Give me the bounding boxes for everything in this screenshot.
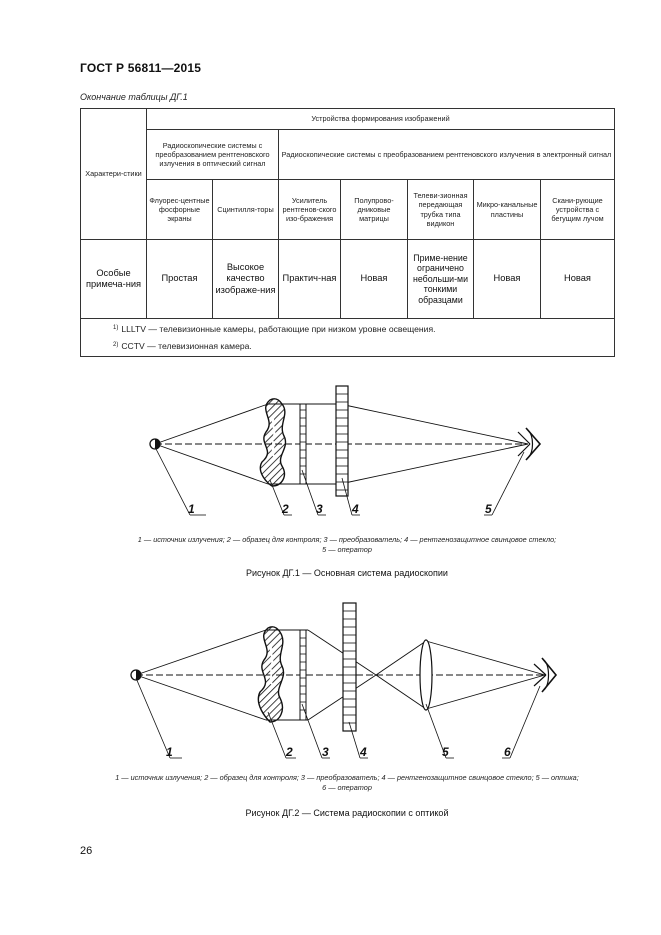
column-header: Скани-рующие устройства с бегущим лучом <box>540 179 615 240</box>
fig2-label-5: 5 <box>442 745 449 759</box>
table-note: 2)CCTV — телевизионная камера. <box>113 340 252 351</box>
column-header: Флуорес-центные фосфорные экраны <box>146 179 213 240</box>
fig2-label-6: 6 <box>504 745 511 759</box>
fig2-label-1: 1 <box>166 745 173 759</box>
table-cell: Новая <box>540 239 615 319</box>
radiation-source-icon <box>149 438 161 450</box>
operator-eye-icon <box>517 427 542 461</box>
figure-2-legend: 1 — источник излучения; 2 — образец для … <box>115 773 579 792</box>
column-header: Телеви-зионная передающая трубка типа ви… <box>407 179 474 240</box>
table-notes: 1)LLLTV — телевизионные камеры, работающ… <box>80 318 615 357</box>
table-cell: Приме-нение ограничено небольши-ми тонки… <box>407 239 474 319</box>
document-header: ГОСТ Р 56811—2015 <box>80 61 202 75</box>
figure-2-rays <box>135 629 546 721</box>
table-cell: Высокое качество изображе-ния <box>212 239 279 319</box>
devices-table: Характери-стики Устройства формирования … <box>80 108 615 357</box>
group-optical: Радиоскопические системы с преобразовани… <box>146 129 279 180</box>
fig2-label-2: 2 <box>286 745 293 759</box>
figure-1-legend: 1 — источник излучения; 2 — образец для … <box>137 535 557 554</box>
column-header: Полупрово-дниковые матрицы <box>340 179 408 240</box>
table-note: 1)LLLTV — телевизионные камеры, работающ… <box>113 323 436 334</box>
operator-eye-icon <box>533 657 558 693</box>
table-caption: Окончание таблицы ДГ.1 <box>80 92 188 102</box>
figure-1-caption: Рисунок ДГ.1 — Основная система радиоско… <box>246 568 448 578</box>
converter-shape <box>299 403 307 485</box>
characteristic-header: Характери-стики <box>80 108 147 240</box>
fig1-label-3: 3 <box>316 502 323 516</box>
fig1-label-5: 5 <box>485 502 492 516</box>
radiation-source-icon <box>130 669 142 681</box>
fig2-label-3: 3 <box>322 745 329 759</box>
page-number: 26 <box>80 845 93 857</box>
fig1-label-1: 1 <box>188 502 195 516</box>
optics-lens-shape <box>419 639 433 711</box>
converter-shape <box>299 629 307 721</box>
table-cell: Простая <box>146 239 213 319</box>
fig2-label-4: 4 <box>360 745 367 759</box>
fig1-label-2: 2 <box>282 502 289 516</box>
figure-2-caption: Рисунок ДГ.2 — Система радиоскопии с опт… <box>245 808 449 818</box>
lead-glass-shape <box>335 385 349 497</box>
row-label: Особые примеча-ния <box>80 239 147 319</box>
fig1-label-4: 4 <box>352 502 359 516</box>
